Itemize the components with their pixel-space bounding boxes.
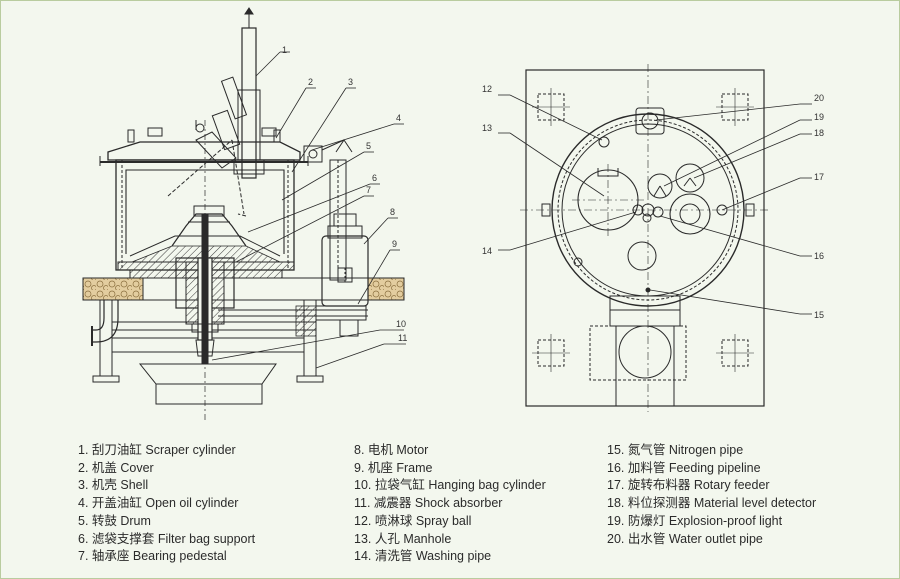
legend-item: 4. 开盖油缸 Open oil cylinder <box>78 496 239 511</box>
rotary-feeder <box>669 193 711 235</box>
front-callouts: 1 2 3 4 5 6 7 8 9 10 11 <box>282 45 407 343</box>
outlet-elbow-pipe <box>92 300 119 343</box>
callout-15: 15 <box>814 310 824 320</box>
centrifuge-drawing: 1 2 3 4 5 6 7 8 9 10 11 <box>82 7 824 420</box>
callout-10: 10 <box>396 319 406 329</box>
callout-5: 5 <box>366 141 371 151</box>
callout-7: 7 <box>366 185 371 195</box>
sight-glass <box>627 241 657 271</box>
drum <box>125 169 285 254</box>
callout-8: 8 <box>390 207 395 217</box>
callout-17: 17 <box>814 172 824 182</box>
top-callouts: 12 13 14 15 16 17 18 19 20 <box>482 84 824 320</box>
callout-12: 12 <box>482 84 492 94</box>
front-view <box>82 7 406 420</box>
callout-18: 18 <box>814 128 824 138</box>
anchor-bolts <box>537 93 749 381</box>
open-oil-cylinder <box>303 139 353 281</box>
callout-20: 20 <box>814 93 824 103</box>
legend-column-2: 8. 电机 Motor 9. 机座 Frame 10. 拉袋气缸 Hanging… <box>354 442 546 566</box>
legend-item: 3. 机壳 Shell <box>78 478 149 493</box>
legend-item: 20. 出水管 Water outlet pipe <box>607 531 763 546</box>
callout-11: 11 <box>398 333 407 343</box>
callout-3: 3 <box>348 77 353 87</box>
callout-13: 13 <box>482 123 492 133</box>
legend-item: 12. 喷淋球 Spray ball <box>354 513 472 528</box>
center-cone <box>171 213 247 247</box>
callout-19: 19 <box>814 112 824 122</box>
legend-item: 10. 拉袋气缸 Hanging bag cylinder <box>354 478 546 493</box>
legend-column-1: 1. 刮刀油缸 Scraper cylinder 2. 机盖 Cover 3. … <box>78 442 255 566</box>
brick-floor-right <box>367 277 405 301</box>
legend-item: 17. 旋转布料器 Rotary feeder <box>607 478 770 493</box>
legend-item: 1. 刮刀油缸 Scraper cylinder <box>78 443 236 457</box>
legend-item: 14. 清洗管 Washing pipe <box>354 549 492 564</box>
legend-item: 11. 减震器 Shock absorber <box>354 496 503 511</box>
scraper-arm <box>167 139 247 217</box>
callout-9: 9 <box>392 239 397 249</box>
legend-item: 2. 机盖 Cover <box>78 460 154 475</box>
legend-item: 7. 轴承座 Bearing pedestal <box>78 549 227 564</box>
legend-item: 9. 机座 Frame <box>354 460 433 475</box>
explosion-proof-light <box>647 173 673 199</box>
callout-14: 14 <box>482 246 492 256</box>
legend-item: 6. 滤袋支撑套 Filter bag support <box>78 531 256 546</box>
level-detector <box>675 163 705 193</box>
legend-item: 8. 电机 Motor <box>354 443 429 457</box>
brick-floor-left <box>82 277 144 301</box>
scraper-cylinder <box>211 7 265 179</box>
legend-item: 13. 人孔 Manhole <box>354 531 452 546</box>
legend-item: 18. 料位探测器 Material level detector <box>607 496 817 511</box>
legend-item: 5. 转鼓 Drum <box>78 513 151 528</box>
callout-2: 2 <box>308 77 313 87</box>
callout-16: 16 <box>814 251 824 261</box>
legend-column-3: 15. 氮气管 Nitrogen pipe 16. 加料管 Feeding pi… <box>607 442 816 548</box>
spray-ball <box>598 136 610 148</box>
cover <box>107 141 301 161</box>
legend-item: 15. 氮气管 Nitrogen pipe <box>607 443 744 457</box>
legend-item: 16. 加料管 Feeding pipeline <box>607 460 761 475</box>
callout-6: 6 <box>372 173 377 183</box>
legend-item: 19. 防爆灯 Explosion-proof light <box>607 513 783 528</box>
parts-legend: 1. 刮刀油缸 Scraper cylinder 2. 机盖 Cover 3. … <box>0 442 900 572</box>
callout-1: 1 <box>282 45 287 55</box>
outlet-pipe <box>618 325 672 379</box>
motor <box>321 213 369 307</box>
top-view <box>498 64 812 412</box>
base-plate <box>525 69 765 407</box>
callout-4: 4 <box>396 113 401 123</box>
